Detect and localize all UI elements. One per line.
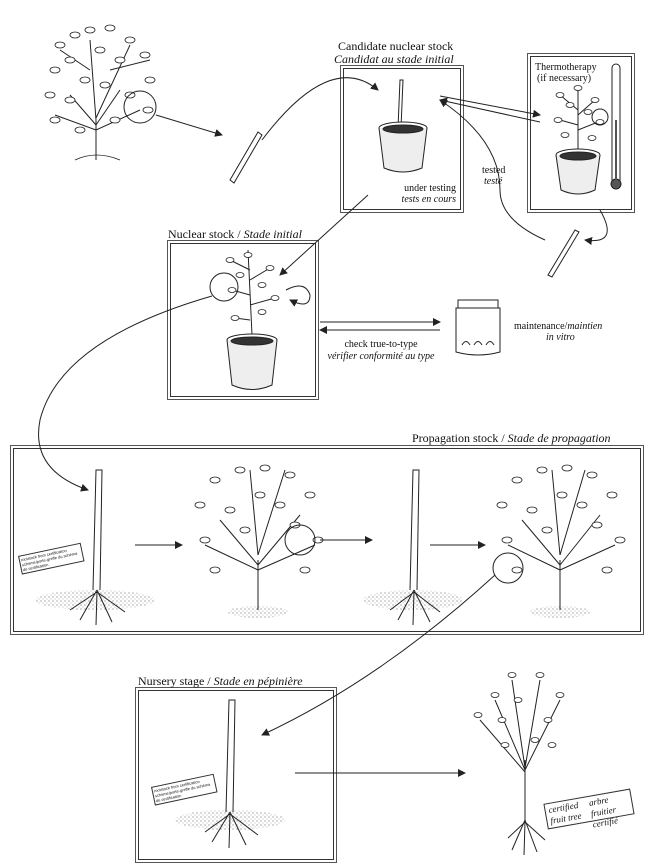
mother-tree-illustration [44,24,157,161]
nuclear-stock-title: Nuclear stock / Stade initial [168,228,302,241]
thermotherapy-title: Thermotherapy [535,62,597,73]
maintenance-label-en: maintenance/ [514,321,568,332]
certified-tree-tag-en: certified fruit tree [547,799,583,826]
nursery-stage-title-fr: Stade en pépinière [213,674,303,688]
thermotherapy-pot-plant [553,63,622,195]
nursery-stage-box [135,687,337,863]
certified-tree-illustration [473,672,565,856]
tested-label: tested [482,165,506,176]
in-vitro-label: in vitro [546,332,575,343]
thermotherapy-note: (if necessary) [537,73,592,84]
nuclear-stock-box [167,240,319,400]
nursery-stage-title-en: Nursery stage / [138,674,214,688]
budwood-stick [229,131,263,184]
tested-label-fr: testé [484,176,503,187]
maintenance-label-fr: maintien [567,321,603,332]
candidate-pot-plant [378,79,428,173]
propagation-stock-title: Propagation stock / Stade de propagation [412,432,611,445]
nuclear-stock-title-en: Nuclear stock / [168,227,244,241]
propagation-drawings [35,464,626,626]
in-vitro-jar [455,299,501,356]
nuclear-pot-plant [209,249,311,390]
check-true-to-type-label-fr: vérifier conformité au type [327,351,435,362]
under-testing-label: under testing [404,183,456,194]
propagation-stock-title-fr: Stade de propagation [507,431,611,445]
check-true-to-type-label: check true-to-type [344,339,418,350]
propagation-stock-title-en: Propagation stock / [412,431,508,445]
maintenance-label: maintenance/maintien [514,320,602,333]
candidate-nuclear-stock-title: Candidate nuclear stock [338,39,454,53]
candidate-nuclear-stock-title-fr: Candidat au stade initial [334,52,454,66]
under-testing-label-fr: tests en cours [401,194,456,205]
nursery-grafted-stem [175,699,285,849]
nuclear-stock-title-fr: Stade initial [243,227,302,241]
nursery-stage-title: Nursery stage / Stade en pépinière [138,675,303,688]
